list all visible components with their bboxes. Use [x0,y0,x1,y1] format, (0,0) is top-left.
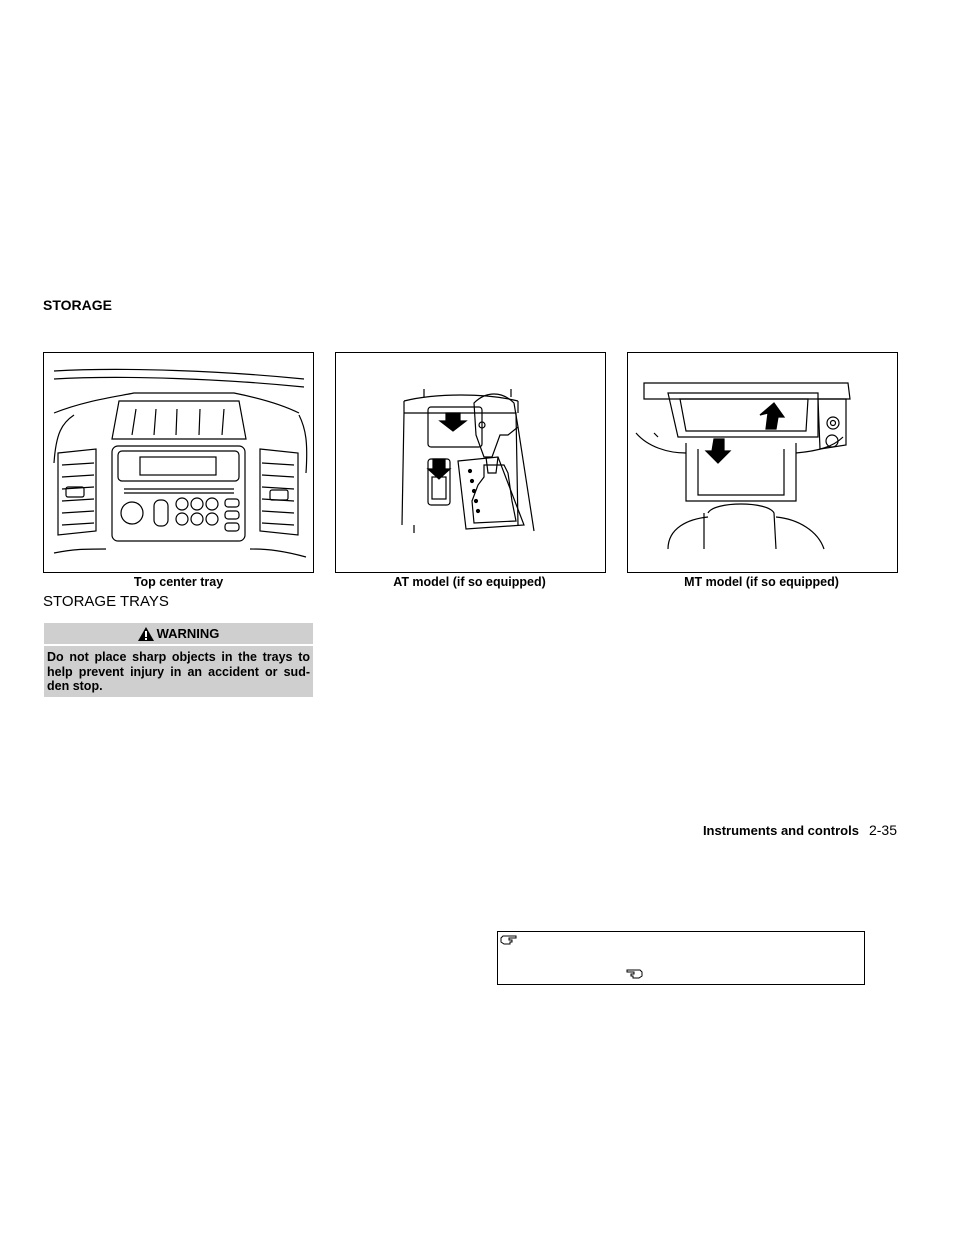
figure-caption: AT model (if so equipped) [393,575,546,589]
stamp-box [497,931,865,985]
warning-label: WARNING [156,626,220,641]
mt-console-tray-illustration [635,382,851,550]
figure-caption: MT model (if so equipped) [684,575,839,589]
section-title: STORAGE [43,297,112,313]
figure-mt-model [627,352,898,573]
footer-section-name: Instruments and controls [702,823,859,838]
warning-triangle-icon [137,626,154,641]
warning-text: Do not place sharp objects in the trays … [44,646,313,697]
figure-caption: Top center tray [133,575,224,589]
dashboard-tray-illustration [53,368,308,558]
figure-at-model [335,352,606,573]
pointing-hand-icon [626,969,643,979]
page-number: 2-35 [868,822,897,838]
at-shifter-tray-illustration [401,389,535,533]
subsection-title: STORAGE TRAYS [43,593,169,610]
warning-header: WARNING [44,623,313,644]
pointing-hand-icon [500,935,517,945]
page-footer: Instruments and controls 2-35 [600,822,897,838]
figure-top-center-tray [43,352,314,573]
